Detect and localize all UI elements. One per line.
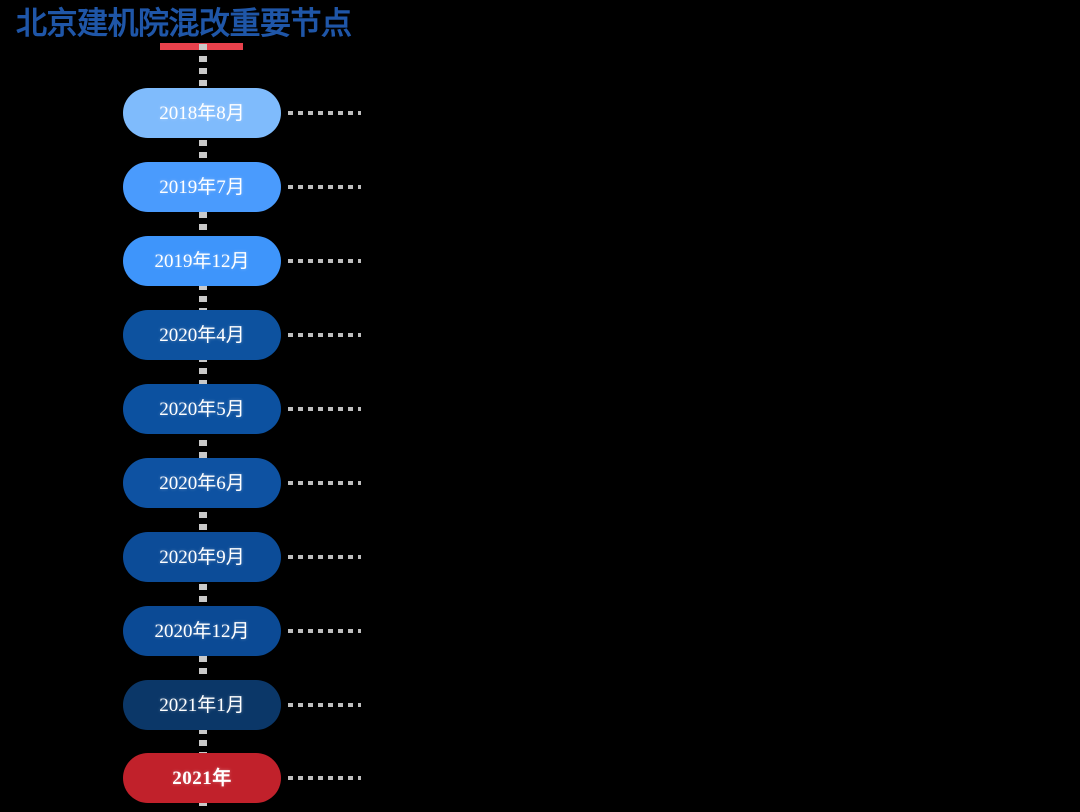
milestone-pill[interactable]: 2020年5月 <box>123 384 281 434</box>
milestone-pill[interactable]: 2021年1月 <box>123 680 281 730</box>
milestone-connector-dotted-line <box>288 776 361 780</box>
milestone-label: 2021年1月 <box>159 694 245 716</box>
milestone-pill[interactable]: 2020年12月 <box>123 606 281 656</box>
milestone-pill[interactable]: 2021年 <box>123 753 281 803</box>
milestone-pill[interactable]: 2019年12月 <box>123 236 281 286</box>
timeline-row: 2019年7月 <box>0 162 1080 212</box>
page-title: 北京建机院混改重要节点 <box>16 6 352 41</box>
milestone-label: 2019年12月 <box>154 250 250 272</box>
milestone-label: 2020年4月 <box>159 324 245 346</box>
milestone-label: 2020年12月 <box>154 620 250 642</box>
milestone-pill[interactable]: 2020年9月 <box>123 532 281 582</box>
timeline-row: 2020年9月 <box>0 532 1080 582</box>
milestone-pill[interactable]: 2018年8月 <box>123 88 281 138</box>
milestone-label: 2020年9月 <box>159 546 245 568</box>
timeline-row: 2020年6月 <box>0 458 1080 508</box>
timeline-row: 2020年4月 <box>0 310 1080 360</box>
milestone-connector-dotted-line <box>288 407 361 411</box>
timeline-row: 2019年12月 <box>0 236 1080 286</box>
milestone-connector-dotted-line <box>288 333 361 337</box>
milestone-connector-dotted-line <box>288 111 361 115</box>
milestone-connector-dotted-line <box>288 629 361 633</box>
milestone-connector-dotted-line <box>288 703 361 707</box>
milestone-connector-dotted-line <box>288 481 361 485</box>
milestone-label: 2020年5月 <box>159 398 245 420</box>
milestone-connector-dotted-line <box>288 259 361 263</box>
timeline-row: 2020年12月 <box>0 606 1080 656</box>
timeline-row: 2021年 <box>0 753 1080 803</box>
milestone-pill[interactable]: 2020年4月 <box>123 310 281 360</box>
milestone-pill[interactable]: 2020年6月 <box>123 458 281 508</box>
milestone-connector-dotted-line <box>288 185 361 189</box>
timeline-row: 2018年8月 <box>0 88 1080 138</box>
milestone-pill[interactable]: 2019年7月 <box>123 162 281 212</box>
timeline-row: 2020年5月 <box>0 384 1080 434</box>
milestone-label: 2021年 <box>172 767 232 789</box>
milestone-label: 2020年6月 <box>159 472 245 494</box>
timeline-row: 2021年1月 <box>0 680 1080 730</box>
milestone-connector-dotted-line <box>288 555 361 559</box>
milestone-label: 2019年7月 <box>159 176 245 198</box>
milestone-label: 2018年8月 <box>159 102 245 124</box>
